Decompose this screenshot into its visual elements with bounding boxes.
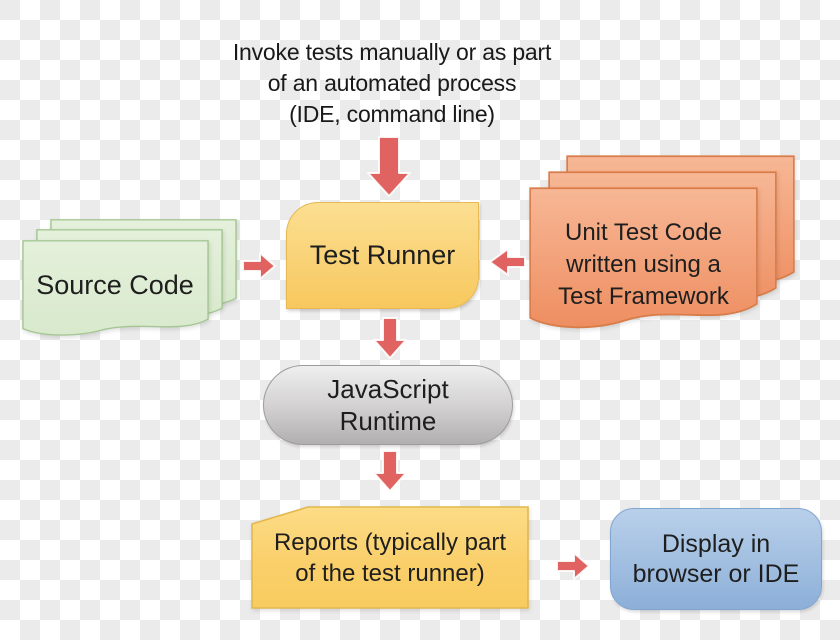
display-box: Display in browser or IDE [610,508,822,610]
arrow-runtime-to-reports-icon [373,450,407,492]
invoke-annotation: Invoke tests manually or as part of an a… [162,37,622,130]
js-runtime-line-2: Runtime [339,406,437,436]
arrow-invoke-to-runner-icon [367,136,411,197]
arrow-source-to-runner-icon [242,252,276,280]
test-runner-box: Test Runner [286,202,479,309]
unit-test-code-label: Unit Test Code written using a Test Fram… [529,217,758,313]
js-runtime-box: JavaScript Runtime [263,365,513,445]
js-runtime-line-1: JavaScript [327,374,449,404]
unit-test-code-line-3: Test Framework [558,283,729,310]
display-line-1: Display in [661,530,771,558]
test-runner-label: Test Runner [309,240,456,270]
unit-test-code-line-1: Unit Test Code [565,219,722,246]
source-code-label: Source Code [36,270,194,300]
unit-test-code-line-2: written using a [566,251,721,278]
invoke-annotation-line-2: of an automated process [267,70,517,96]
invoke-annotation-line-1: Invoke tests manually or as part [232,39,552,65]
reports-line-2: of the test runner) [295,560,485,587]
arrow-runner-to-runtime-icon [373,317,407,359]
arrow-reports-to-display-icon [556,552,590,580]
display-label: Display in browser or IDE [633,529,800,589]
arrow-unittest-to-runner-icon [489,248,526,276]
source-code-doc-front-icon [22,240,209,336]
display-line-2: browser or IDE [632,560,800,588]
reports-line-1: Reports (typically part [273,529,507,556]
reports-shape-icon [251,506,529,609]
invoke-annotation-line-3: (IDE, command line) [289,101,495,127]
js-runtime-label: JavaScript Runtime [327,373,448,437]
reports-label: Reports (typically part of the test runn… [251,527,529,589]
unit-test-doc-front-icon [529,187,758,329]
